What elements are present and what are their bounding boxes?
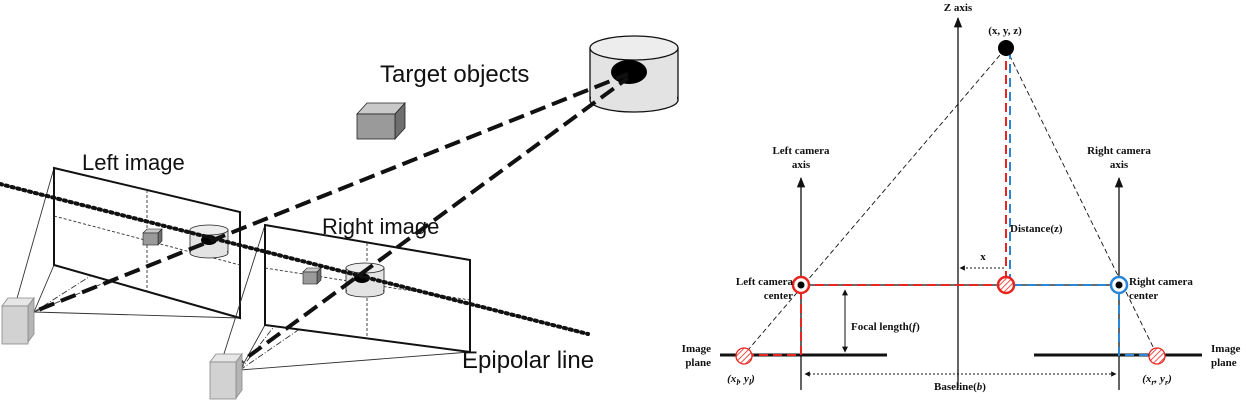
left-ray-path [745, 50, 1007, 356]
left-image-box [142, 228, 163, 246]
triangulation-panel: Z axis Left camera axis Right camera axi… [682, 2, 1241, 393]
left-camera-axis-label: Left camera [772, 145, 830, 157]
projection-foot-marker [996, 275, 1016, 295]
target-objects-label: Target objects [380, 61, 529, 88]
z-axis-label: Z axis [944, 2, 973, 14]
left-coord-label: (xl, yl) [727, 373, 755, 387]
world-point-label: (x, y, z) [988, 25, 1022, 37]
right-camera-axis-label: Right camera [1087, 145, 1151, 157]
epipolar-line [0, 182, 590, 336]
right-projected-point [1148, 347, 1166, 365]
target-point [611, 60, 647, 84]
right-image-box [302, 267, 322, 285]
left-camera-center-label: Left camera [736, 276, 794, 288]
distance-label: Distance(z) [1010, 223, 1063, 235]
right-image-plane-label: Image [1211, 343, 1240, 355]
world-point [998, 40, 1014, 56]
right-camera-center-dot [1115, 281, 1123, 289]
left-image-plane-label: Image [682, 343, 711, 355]
left-projected-point [735, 347, 753, 365]
right-projection-ray [228, 76, 630, 372]
left-image-label: Left image [82, 150, 185, 175]
target-cylinder [589, 35, 679, 113]
epipolar-line-label: Epipolar line [462, 347, 594, 374]
left-camera-axis-label-2: axis [792, 159, 811, 171]
left-projection-ray [17, 72, 629, 320]
left-sight-line [741, 47, 1007, 358]
right-camera-center-label-2: center [1129, 290, 1158, 302]
focal-length-label: Focal length(f) [851, 321, 920, 333]
right-sight-line [1005, 47, 1159, 358]
left-camera-center-dot [797, 281, 805, 289]
x-offset-label: x [980, 251, 986, 263]
baseline-label: Baseline(b) [934, 381, 986, 393]
right-coord-label: (xr, yr) [1142, 373, 1171, 387]
right-ray-path [1009, 50, 1150, 356]
right-camera-axis-label-2: axis [1110, 159, 1129, 171]
left-camera [1, 296, 35, 345]
left-image-plane-label-2: plane [685, 357, 711, 369]
left-camera-center-label-2: center [764, 290, 793, 302]
right-image-label: Right image [322, 214, 439, 239]
right-image-plane-label-2: plane [1211, 357, 1237, 369]
target-box [356, 101, 406, 141]
right-camera [209, 352, 243, 400]
right-camera-center-label: Right camera [1129, 276, 1193, 288]
stereo-scene-panel: Target objects Left image [0, 35, 679, 400]
